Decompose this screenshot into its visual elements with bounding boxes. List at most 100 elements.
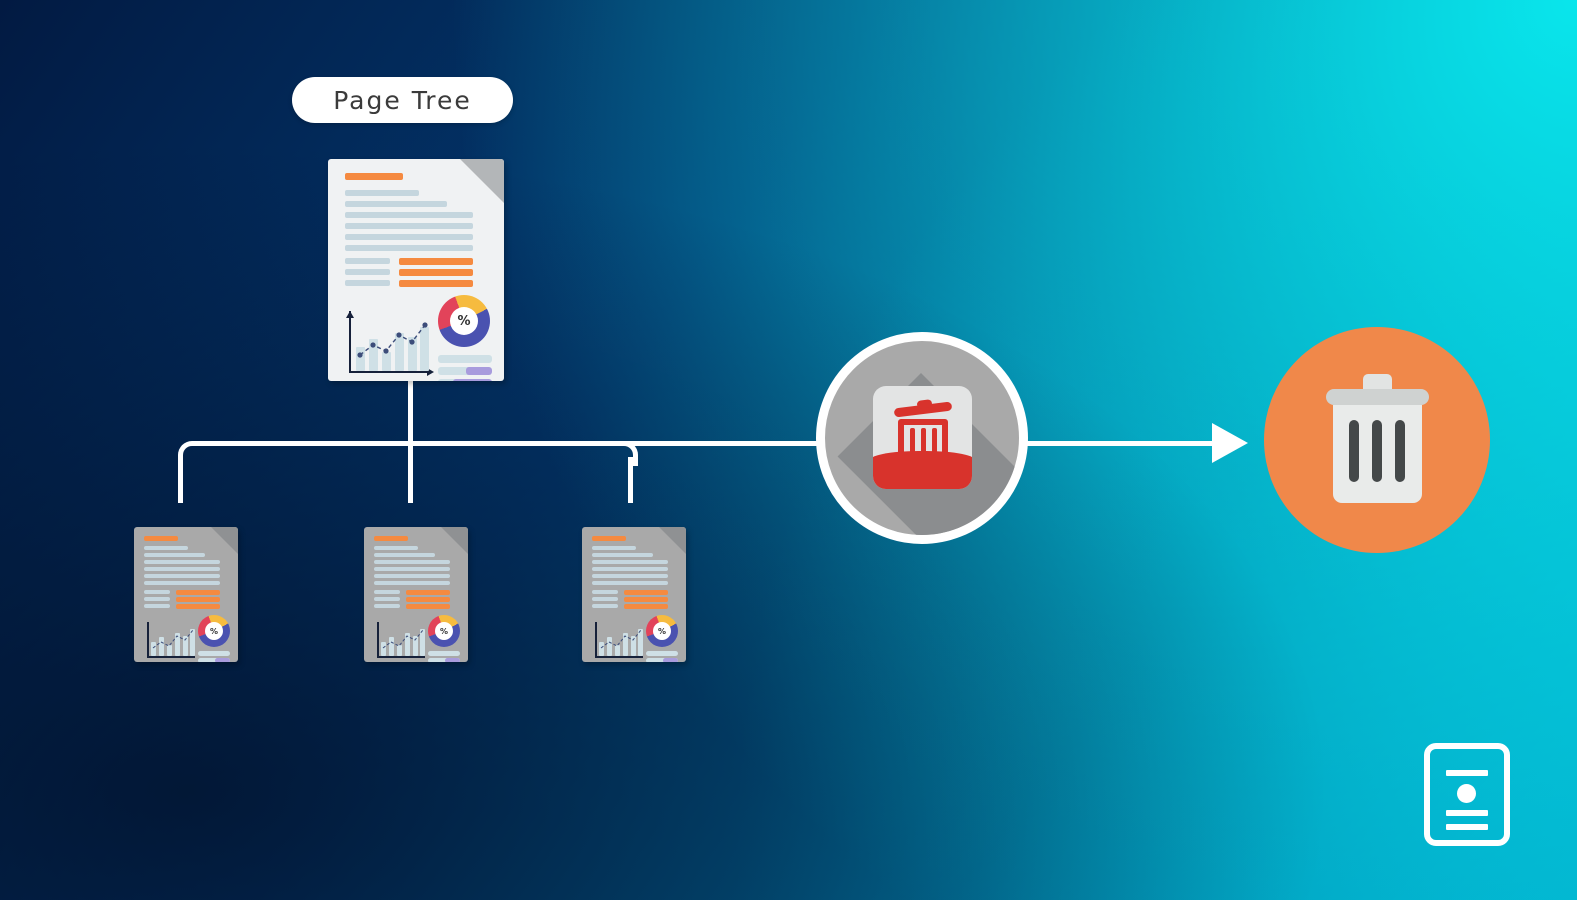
recycle-bin-rib (932, 428, 937, 470)
brand-logo (1424, 743, 1510, 846)
chart-x-axis (349, 371, 429, 373)
document-title-bar (374, 536, 408, 541)
connector-root-vertical (408, 381, 413, 444)
trash-lid (1326, 389, 1429, 405)
document-progress-bar (198, 658, 230, 662)
document-text-line (345, 212, 473, 218)
document-highlight-bar (176, 597, 220, 602)
document-text-line (374, 590, 400, 594)
connector-branch-middle (408, 441, 413, 503)
chart-bar (405, 633, 410, 656)
chart-bar (151, 642, 156, 656)
document-text-line (374, 567, 450, 571)
connector-elbow-left (178, 441, 203, 466)
document-highlight-bar (399, 280, 473, 287)
flow-arrow-head (1212, 423, 1248, 463)
document-text-line (374, 560, 450, 564)
connector-branch-right (628, 457, 633, 503)
document-text-line (592, 590, 618, 594)
chart-bar (183, 636, 188, 656)
document-title-bar (345, 173, 403, 180)
chart-trend-line (382, 629, 424, 649)
chart-bar (159, 637, 164, 656)
chart-y-axis (377, 622, 379, 658)
progress-fill (444, 658, 460, 662)
child-page-document[interactable]: % (364, 527, 468, 662)
child-page-document[interactable]: % (134, 527, 238, 662)
document-text-line (345, 234, 473, 240)
document-text-line (144, 553, 205, 557)
trash-slot (1395, 420, 1405, 482)
logo-bar-top (1446, 770, 1488, 776)
chart-bar (420, 327, 429, 371)
chart-y-axis-arrow (346, 311, 354, 318)
document-text-line (374, 597, 400, 601)
document-progress-bar (428, 651, 460, 656)
document-text-line (144, 546, 188, 550)
permanent-delete-node[interactable] (1264, 327, 1490, 553)
document-text-line (374, 574, 450, 578)
logo-bar-bottom (1446, 824, 1488, 830)
chart-bar (369, 339, 378, 371)
recycle-bin-fill (873, 451, 972, 489)
page-tree-label: Page Tree (292, 77, 513, 123)
chart-trend-line (357, 322, 428, 358)
chart-y-axis (349, 311, 351, 373)
chart-bar (631, 636, 636, 656)
chart-bar (607, 637, 612, 656)
document-progress-bar (438, 355, 492, 363)
document-text-line (345, 258, 390, 264)
progress-fill (662, 658, 678, 662)
connector-branch-left (178, 457, 183, 503)
chart-bar (623, 633, 628, 656)
document-text-line (592, 560, 668, 564)
document-text-line (592, 553, 653, 557)
document-text-line (144, 604, 170, 608)
chart-bar (381, 642, 386, 656)
chart-x-axis (595, 656, 643, 658)
chart-bar (420, 629, 425, 656)
trash-slot (1372, 420, 1382, 482)
document-fold-corner (441, 527, 468, 554)
document-progress-bar (198, 651, 230, 656)
recycle-bin-node[interactable] (816, 332, 1028, 544)
chart-bar (356, 347, 365, 371)
document-text-line (374, 604, 400, 608)
chart-bar (408, 337, 417, 371)
logo-dot (1457, 784, 1476, 803)
page-tree-label-text: Page Tree (333, 85, 472, 115)
document-fold-corner (211, 527, 238, 554)
document-highlight-bar (406, 597, 450, 602)
document-progress-bar (428, 658, 460, 662)
document-text-line (144, 581, 220, 585)
child-page-document[interactable]: % (582, 527, 686, 662)
document-text-line (144, 560, 220, 564)
donut-center-label: % (435, 622, 453, 640)
document-text-line (144, 574, 220, 578)
document-text-line (345, 201, 447, 207)
document-highlight-bar (176, 604, 220, 609)
recycle-bin-rib (921, 428, 926, 470)
document-highlight-bar (406, 604, 450, 609)
chart-bar (615, 645, 620, 656)
document-text-line (345, 269, 390, 275)
document-text-line (592, 604, 618, 608)
chart-bar (395, 333, 404, 371)
root-page-document[interactable]: % (328, 159, 504, 381)
document-text-line (345, 223, 473, 229)
document-progress-bar (438, 367, 492, 375)
chart-x-axis (147, 656, 195, 658)
chart-bar (190, 629, 195, 656)
connector-elbow-right (613, 441, 638, 466)
document-highlight-bar (176, 590, 220, 595)
document-text-line (144, 597, 170, 601)
trash-lid-handle (1363, 374, 1392, 391)
document-text-line (592, 597, 618, 601)
document-title-bar (592, 536, 626, 541)
donut-center-label: % (653, 622, 671, 640)
chart-bar (167, 645, 172, 656)
document-text-line (592, 581, 668, 585)
chart-trend-line (600, 629, 642, 649)
document-progress-bar (438, 379, 492, 381)
chart-bar (599, 642, 604, 656)
